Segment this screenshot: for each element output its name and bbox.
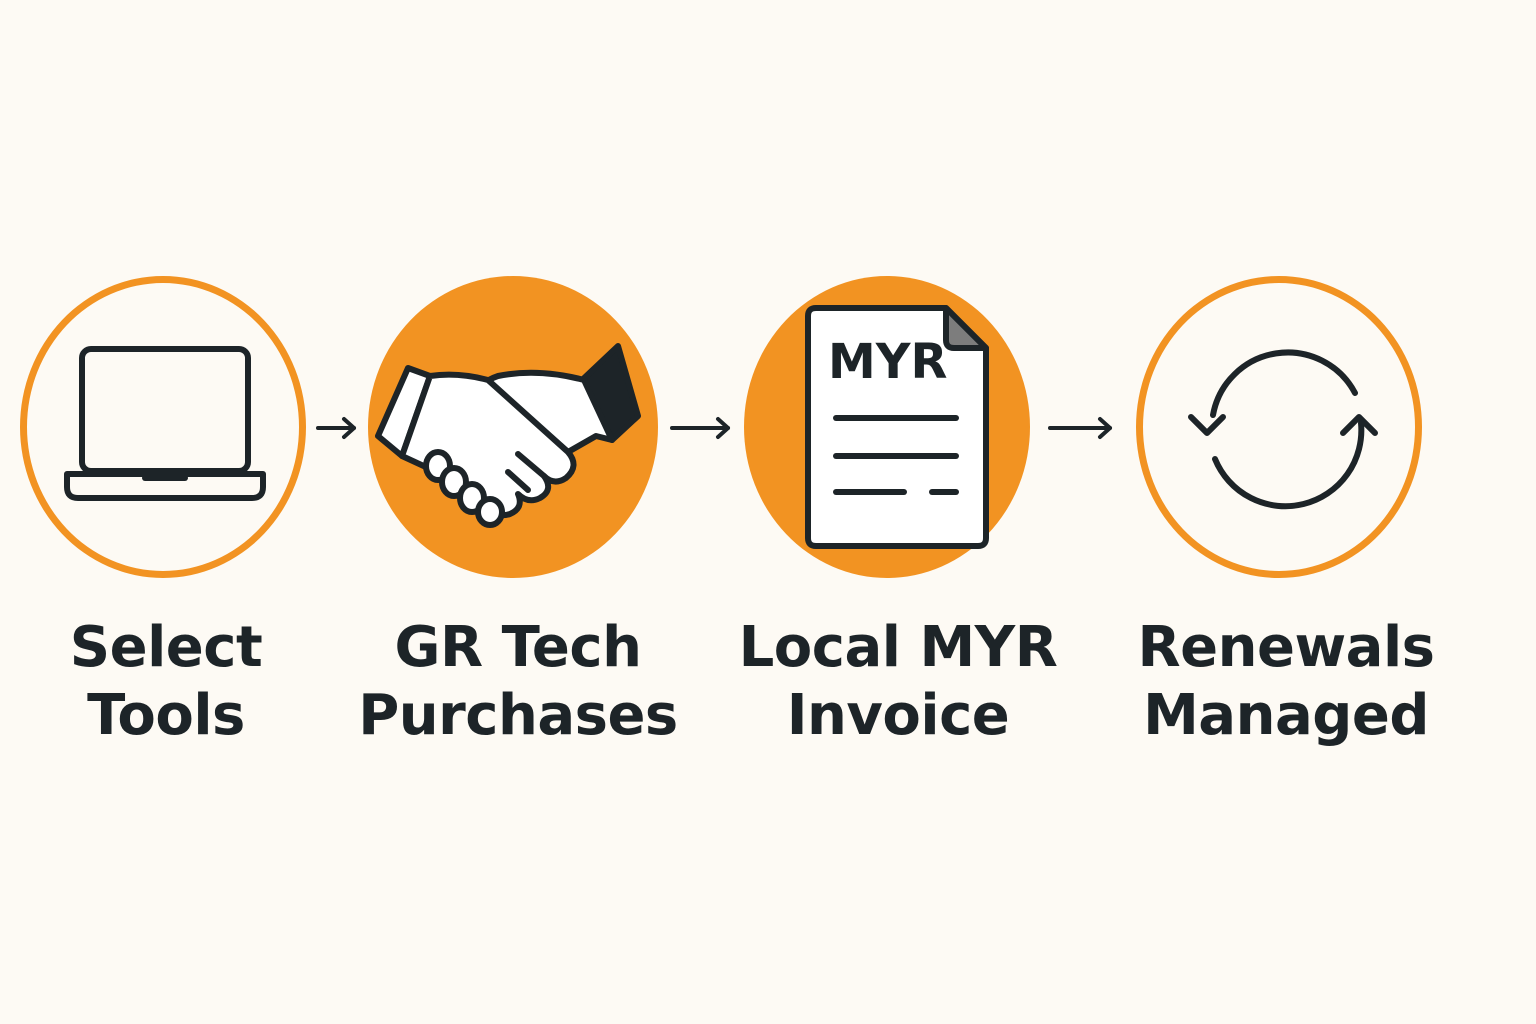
step-1-label-line1: Select (69, 615, 263, 680)
step-3-label: Local MYR Invoice (728, 614, 1068, 750)
step-3-label-line2: Invoice (786, 683, 1010, 748)
arrow-right-icon (316, 417, 356, 439)
step-2-circle (368, 276, 658, 578)
step-4-label-line2: Managed (1143, 683, 1429, 748)
step-1-label: Select Tools (0, 614, 336, 750)
step-1-circle (20, 276, 306, 578)
arrow-right-icon (1048, 417, 1112, 439)
step-4-circle (1136, 276, 1422, 578)
laptop-icon (64, 346, 266, 501)
invoice-document-icon (805, 305, 989, 549)
step-4-label-line1: Renewals (1137, 615, 1436, 680)
invoice-currency-text: MYR (828, 334, 948, 390)
refresh-cycle-icon (1188, 349, 1378, 510)
step-3-label-line1: Local MYR (738, 615, 1058, 680)
step-3-circle: MYR (744, 276, 1030, 578)
handshake-icon (375, 343, 641, 528)
step-4-label: Renewals Managed (1116, 614, 1456, 750)
step-2-label-line1: GR Tech (394, 615, 642, 680)
step-1-label-line2: Tools (87, 683, 245, 748)
arrow-right-icon (670, 417, 730, 439)
step-2-label: GR Tech Purchases (348, 614, 688, 750)
step-2-label-line2: Purchases (358, 683, 678, 748)
